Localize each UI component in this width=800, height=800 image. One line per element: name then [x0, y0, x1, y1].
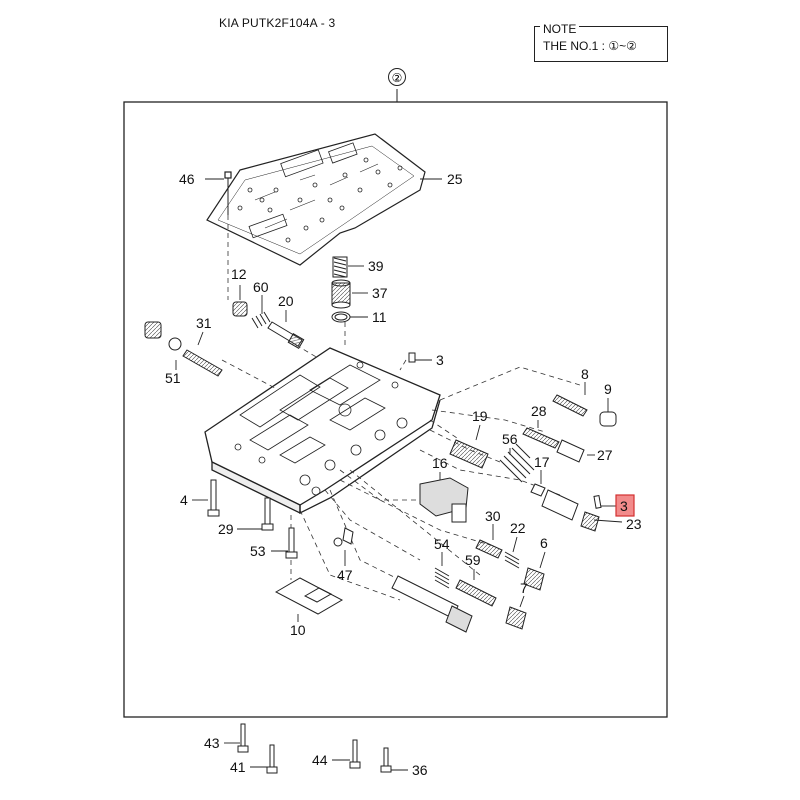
part-label[interactable]: 27: [597, 447, 613, 463]
part-label[interactable]: 10: [290, 622, 306, 638]
note-box: [534, 26, 668, 62]
part-label[interactable]: 39: [368, 258, 384, 274]
valve-body-shape: [204, 347, 441, 515]
part-label[interactable]: 44: [312, 752, 328, 768]
part-label[interactable]: 54: [434, 536, 450, 552]
part-label[interactable]: 4: [180, 492, 188, 508]
part-label[interactable]: 43: [204, 735, 220, 751]
part-label[interactable]: 51: [165, 370, 181, 386]
separator-plate-shape: [206, 133, 426, 266]
part-label[interactable]: 6: [540, 535, 548, 551]
part-label[interactable]: 30: [485, 508, 501, 524]
callout-labels: 46 25 39 12 60 37 20 11 31 3 51 8 9 28 1…: [165, 171, 642, 778]
part-label[interactable]: 11: [372, 309, 387, 325]
part-label[interactable]: 36: [412, 762, 428, 778]
part-label[interactable]: 60: [253, 279, 269, 295]
part-label[interactable]: 3: [436, 352, 444, 368]
note-text: THE NO.1 : ①~②: [543, 39, 637, 53]
part-label[interactable]: 3: [620, 498, 628, 514]
part-label[interactable]: 29: [218, 521, 234, 537]
part-label[interactable]: 20: [278, 293, 294, 309]
part-label[interactable]: 23: [626, 516, 642, 532]
part-label[interactable]: 22: [510, 520, 526, 536]
part-label[interactable]: 56: [502, 431, 518, 447]
part-label[interactable]: 41: [230, 759, 246, 775]
part-label[interactable]: 53: [250, 543, 266, 559]
part-label[interactable]: 7: [520, 580, 528, 596]
bolts-shapes: [207, 479, 392, 774]
part-label[interactable]: 9: [604, 381, 612, 397]
part-label[interactable]: 12: [231, 266, 247, 282]
part-label[interactable]: 19: [472, 408, 488, 424]
part-label[interactable]: 37: [372, 285, 388, 301]
assembly-marker: ②: [392, 71, 403, 85]
part-label[interactable]: 46: [179, 171, 195, 187]
part-label[interactable]: 59: [465, 552, 481, 568]
part-label[interactable]: 47: [337, 567, 353, 583]
diagram-title: KIA PUTK2F104A - 3: [219, 16, 336, 30]
selected-part-highlight: [615, 494, 635, 517]
part-label[interactable]: 25: [447, 171, 463, 187]
part-label[interactable]: 28: [531, 403, 547, 419]
part-label[interactable]: 31: [196, 315, 212, 331]
upper-small-parts-shapes: [144, 256, 416, 377]
leader-lines: [175, 178, 623, 771]
right-parts-shapes: [274, 394, 617, 633]
assembly-frame: ②: [123, 68, 668, 718]
note-heading: NOTE: [540, 22, 580, 36]
part-label[interactable]: 8: [581, 366, 589, 382]
part-label[interactable]: 16: [432, 455, 448, 471]
part-label[interactable]: 17: [534, 454, 550, 470]
